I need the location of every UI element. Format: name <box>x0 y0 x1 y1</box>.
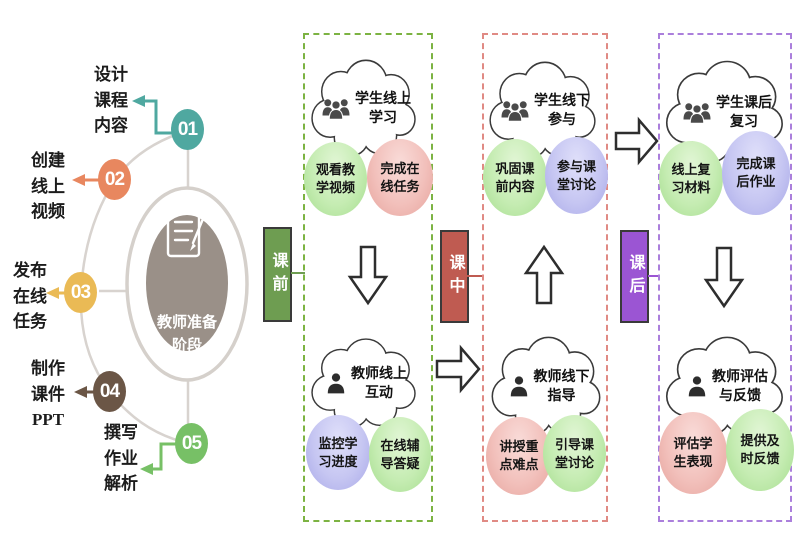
cloud-shape <box>311 59 416 157</box>
stage-label-during-class: 课中 <box>440 230 469 323</box>
cloud-students-after-class-review: 学生课后 复习 <box>660 58 790 170</box>
document-pencil-icon <box>166 208 207 258</box>
cloud-shape <box>665 60 783 164</box>
column-before-class <box>303 33 433 522</box>
bubble-monitor-learning-progress: 监控学 习进度 <box>306 415 370 490</box>
during-connector-line <box>467 275 484 277</box>
bubble-join-class-discussion: 参与课 堂讨论 <box>545 137 608 214</box>
column-during-class <box>482 33 608 522</box>
bubble-complete-online-tasks: 完成在 线任务 <box>367 139 433 216</box>
cloud-title: 教师线上 互动 <box>351 365 407 400</box>
cloud-title: 学生线上 学习 <box>355 90 411 125</box>
step-01-arrow <box>132 95 172 135</box>
step-label-01: 设计 课程 内容 <box>94 65 128 135</box>
teacher-person-icon <box>686 374 708 398</box>
bubble-guide-class-discussion: 引导课 堂讨论 <box>543 415 606 492</box>
cloud-shape <box>491 336 601 436</box>
step-05-arrow <box>140 442 176 475</box>
arrow-right-before-to-during <box>435 344 481 394</box>
cloud-shape <box>311 338 416 428</box>
after-connector-line <box>648 275 660 277</box>
step-04-arrow <box>74 386 94 398</box>
step-badge-03: 03 <box>64 272 97 313</box>
step-badge-01: 01 <box>171 109 204 150</box>
step-03-arrow <box>46 287 65 299</box>
cloud-teacher-online-interaction: 教师线上 互动 <box>306 336 422 434</box>
step-number: 05 <box>181 432 202 454</box>
step-label-02: 创建 线上 视频 <box>31 151 65 221</box>
step-label-05: 撰写 作业 解析 <box>104 423 138 493</box>
hub-spokes <box>99 146 190 426</box>
teacher-person-icon <box>325 371 347 395</box>
bubble-provide-timely-feedback: 提供及 时反馈 <box>726 409 794 491</box>
step-label-04: 制作 课件 PPT <box>31 359 65 429</box>
bubble-teach-key-difficult-points: 讲授重 点难点 <box>486 417 552 495</box>
stage-label-after-class: 课后 <box>620 230 649 323</box>
column-after-class <box>658 33 792 522</box>
arrow-right-during-to-after <box>614 116 659 166</box>
cloud-students-online-learning: 学生线上 学习 <box>306 57 422 163</box>
students-group-icon <box>682 99 712 125</box>
step-label-03: 发布 在线 任务 <box>13 261 47 331</box>
step-number: 01 <box>177 118 198 140</box>
cloud-title: 教师线下 指导 <box>533 368 590 403</box>
cloud-students-offline-participation: 学生线下 参与 <box>484 59 602 165</box>
bubble-assess-student-performance: 评估学 生表现 <box>659 412 727 494</box>
hub-circle <box>146 215 228 351</box>
step-number: 04 <box>99 380 120 402</box>
students-group-icon <box>321 95 351 121</box>
teacher-person-icon <box>508 374 530 398</box>
students-group-icon <box>500 97 530 123</box>
cloud-shape <box>489 61 596 159</box>
cloud-title: 学生线下 参与 <box>534 92 590 127</box>
step-number: 03 <box>70 281 91 303</box>
bubble-online-review-materials: 线上复 习材料 <box>659 141 723 216</box>
bubble-online-tutoring-qa: 在线辅 导答疑 <box>369 417 431 492</box>
prep-cycle-graphics <box>46 95 249 475</box>
bubble-consolidate-preclass-content: 巩固课 前内容 <box>483 139 547 216</box>
step-badge-04: 04 <box>93 371 126 412</box>
bubble-watch-teaching-videos: 观看教 学视频 <box>304 142 367 216</box>
step-badge-05: 05 <box>175 423 208 464</box>
cloud-teacher-offline-guidance: 教师线下 指导 <box>486 334 607 442</box>
step-02-arrow <box>72 174 99 186</box>
cloud-title: 教师评估 与反馈 <box>712 368 768 403</box>
before-connector-line <box>291 272 305 274</box>
cloud-title: 学生课后 复习 <box>716 94 772 129</box>
stage-label-before-class: 课前 <box>263 227 292 322</box>
hub-title: 教师准备 阶段 <box>156 314 217 354</box>
step-badge-02: 02 <box>98 159 131 200</box>
bubble-finish-homework: 完成课 后作业 <box>722 131 790 215</box>
step-number: 02 <box>104 168 125 190</box>
cloud-teacher-evaluation-feedback: 教师评估 与反馈 <box>660 334 790 442</box>
cloud-shape <box>665 336 783 436</box>
